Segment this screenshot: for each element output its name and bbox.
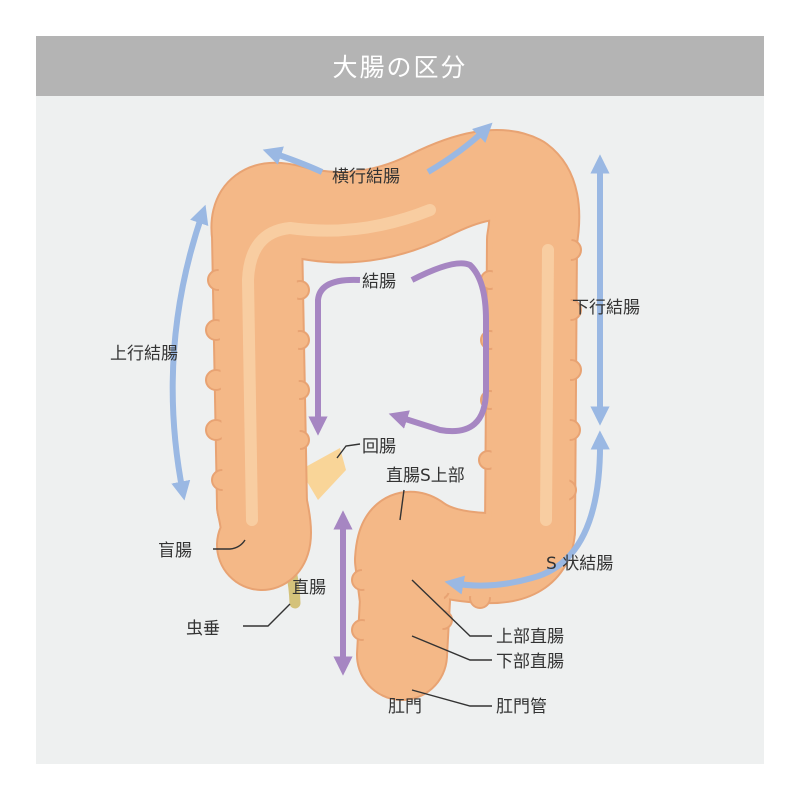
label-descending-colon: 下行結腸 xyxy=(572,298,640,318)
colon-arrow-right xyxy=(388,260,489,435)
label-appendix: 虫垂 xyxy=(186,619,220,639)
label-sigmoid-colon: S 状結腸 xyxy=(546,554,613,574)
label-transverse-colon: 横行結腸 xyxy=(332,167,400,187)
label-lower-rectum: 下部直腸 xyxy=(496,652,564,672)
label-rectum: 直腸 xyxy=(292,578,326,598)
colon-arrow-left xyxy=(308,276,361,436)
header-bar: 大腸の区分 xyxy=(36,36,764,96)
label-rectosigmoid: 直腸S上部 xyxy=(386,466,465,486)
leader-lines xyxy=(213,443,492,707)
label-anal-canal: 肛門管 xyxy=(496,697,547,717)
label-ascending-colon: 上行結腸 xyxy=(110,344,178,364)
label-cecum: 盲腸 xyxy=(158,541,192,561)
sigmoid-arrow xyxy=(444,430,610,595)
anus-shape xyxy=(382,652,426,688)
label-anus: 肛門 xyxy=(388,697,422,717)
label-ileum: 回腸 xyxy=(362,437,396,457)
ileum-shape xyxy=(300,448,346,500)
label-upper-rectum: 上部直腸 xyxy=(496,627,564,647)
transverse-arrow-right xyxy=(426,122,493,175)
ascending-arrow xyxy=(169,204,209,501)
label-colon: 結腸 xyxy=(362,272,396,292)
blue-arrows xyxy=(169,122,610,595)
purple-arrows xyxy=(308,260,489,676)
transverse-arrow-left xyxy=(262,146,324,175)
diagram-title: 大腸の区分 xyxy=(332,53,468,82)
